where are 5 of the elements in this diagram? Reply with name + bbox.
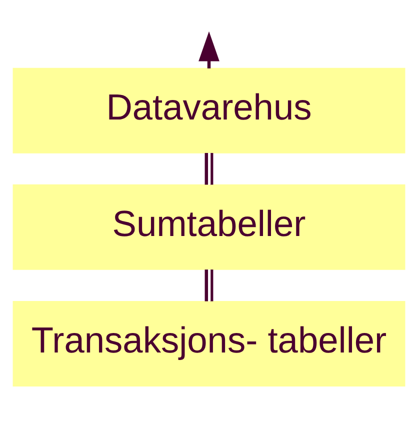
connector [204,152,214,185]
node-box: Sumtabeller [12,184,406,270]
node-box: Datavarehus [12,68,406,154]
connector [204,270,214,302]
node-box: Transaksjons- tabeller [12,300,406,386]
